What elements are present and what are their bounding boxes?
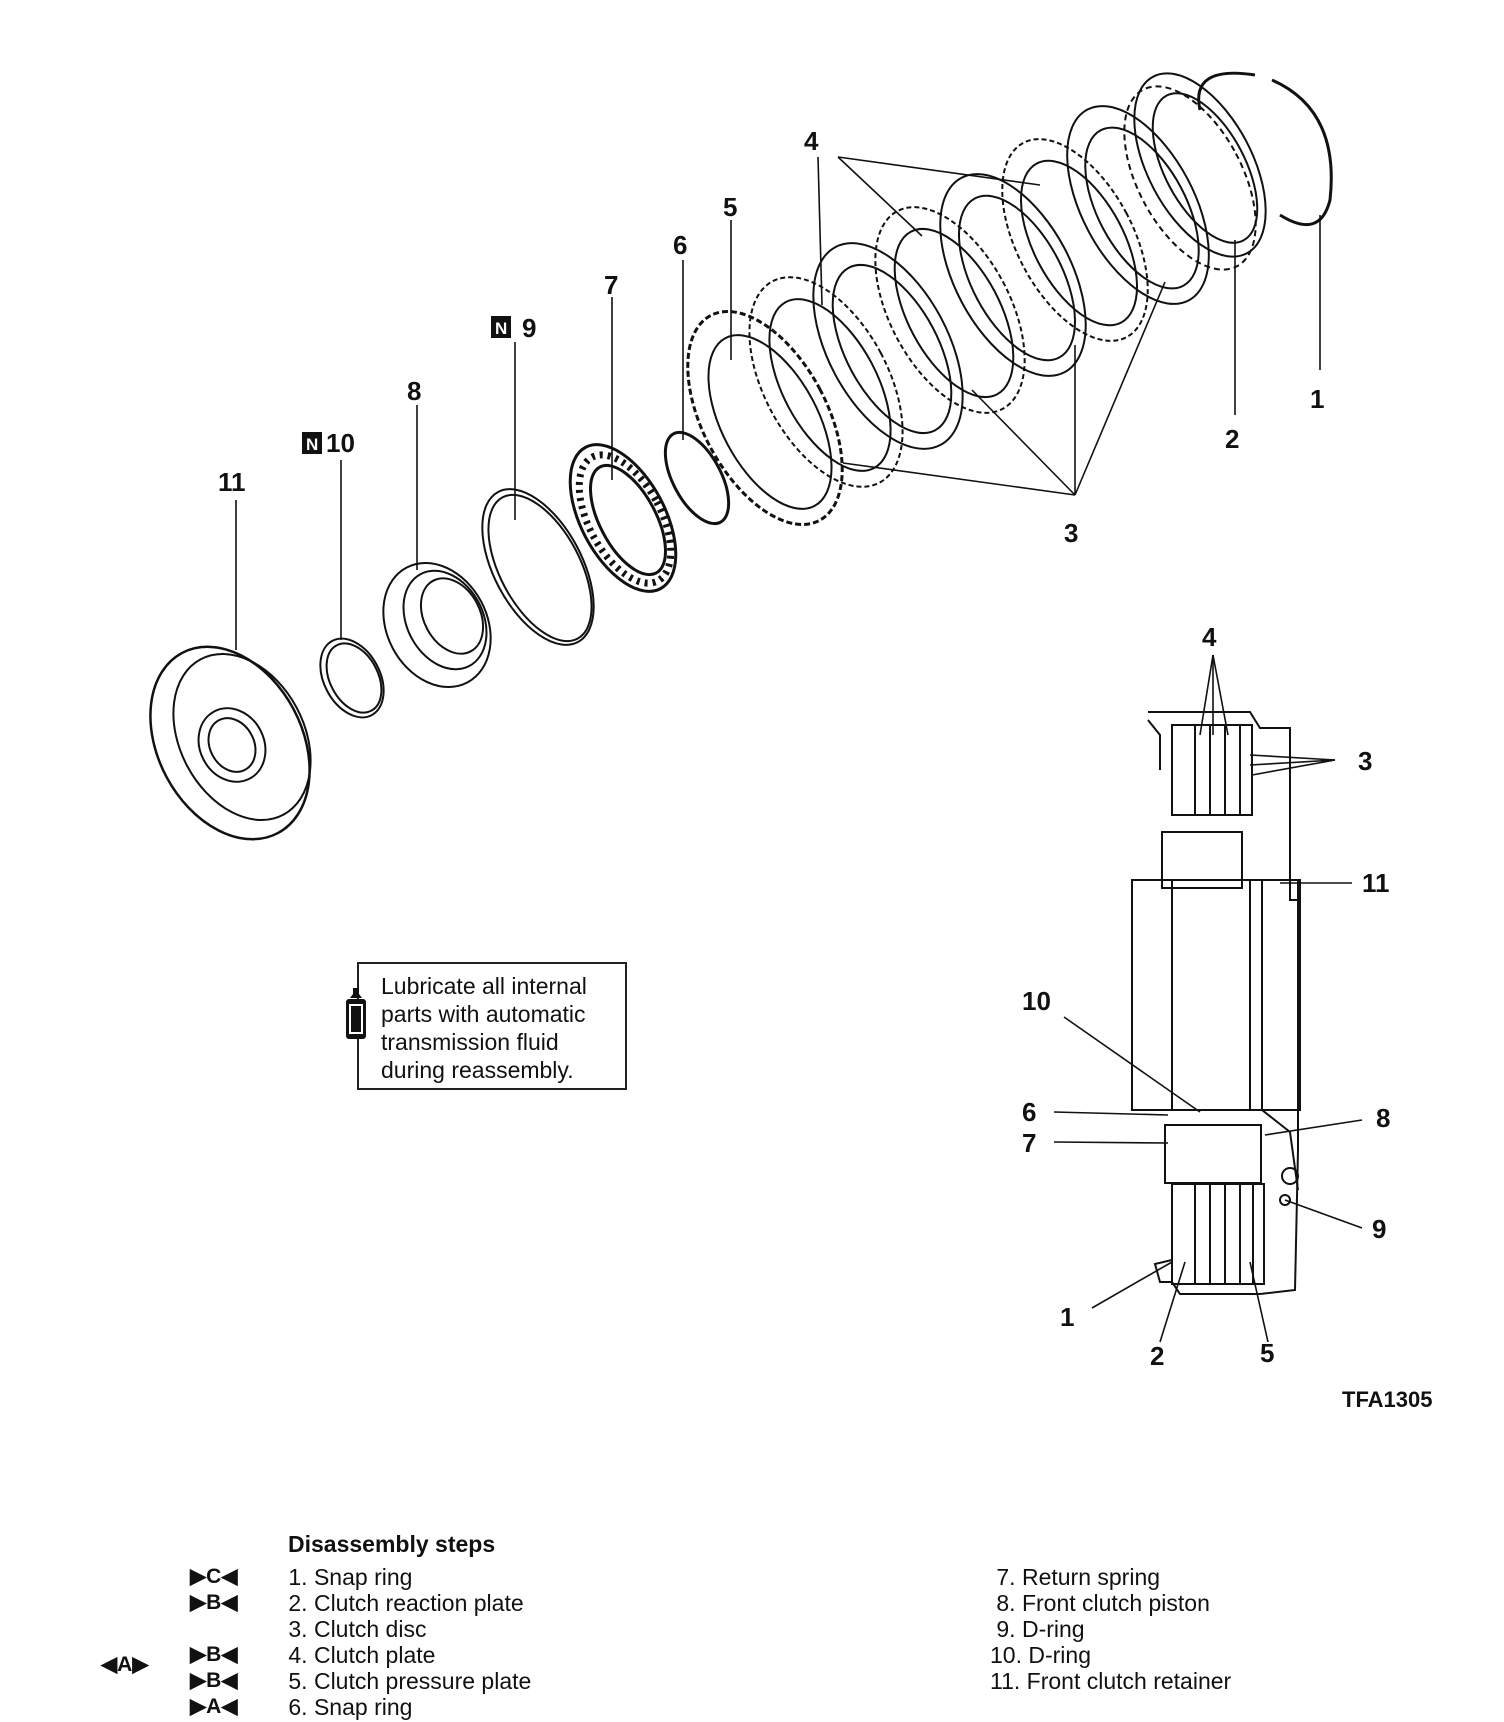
callout-1: 1 [1310, 384, 1324, 414]
new-part-marker-9 [491, 316, 511, 338]
part-5-clutch-pressure-plate [686, 310, 844, 526]
part-10-d-ring [319, 637, 385, 719]
callout-9: 9 [522, 313, 536, 343]
section-callout-7: 7 [1022, 1128, 1036, 1158]
part-11-front-clutch-retainer [149, 645, 312, 841]
callout-6: 6 [673, 230, 687, 260]
service-mark-4: ▶B◀ [190, 1643, 238, 1666]
callout-5: 5 [723, 192, 737, 222]
new-part-letter-9: N [495, 319, 507, 338]
step-11: 11. Front clutch retainer [990, 1668, 1232, 1694]
callout-8: 8 [407, 376, 421, 406]
new-part-letter-10: N [306, 435, 318, 454]
legend-title: Disassembly steps [288, 1531, 496, 1557]
callout-2: 2 [1225, 424, 1239, 454]
section-callout-4: 4 [1202, 622, 1217, 652]
step-6: 6. Snap ring [282, 1694, 413, 1720]
part-3-4-clutch-pack [748, 105, 1210, 488]
oil-can-icon [346, 988, 366, 1039]
step-4: 4. Clutch plate [282, 1642, 436, 1668]
section-callout-1: 1 [1060, 1302, 1074, 1332]
step-9: 9. D-ring [990, 1616, 1085, 1642]
part-2-clutch-reaction-plate [1123, 72, 1267, 271]
callout-3: 3 [1064, 518, 1078, 548]
service-mark-6: ▶A◀ [190, 1695, 238, 1718]
step-10: 10. D-ring [990, 1642, 1091, 1668]
section-callout-2: 2 [1150, 1341, 1164, 1371]
callout-10: 10 [326, 428, 355, 458]
service-mark-5: ▶B◀ [190, 1669, 238, 1692]
callout-4: 4 [804, 126, 819, 156]
callout-11: 11 [218, 467, 246, 497]
step-8: 8. Front clutch piston [990, 1590, 1210, 1616]
step-7: 7. Return spring [990, 1564, 1161, 1590]
step-1: 1. Snap ring [282, 1564, 413, 1590]
service-mark-2: ▶B◀ [190, 1591, 238, 1614]
exploded-leader-lines [235, 156, 1321, 650]
part-7-return-spring [568, 443, 678, 593]
service-mark-1: ▶C◀ [190, 1565, 238, 1588]
section-callout-8: 8 [1376, 1103, 1390, 1133]
lubrication-note-text: Lubricate all internal parts with automa… [381, 973, 587, 1083]
exploded-callouts: 1 2 3 4 5 6 7 8 N 9 N 10 11 [218, 126, 1324, 548]
part-9-d-ring [481, 488, 595, 646]
part-8-front-clutch-piston [382, 561, 492, 689]
section-callout-9: 9 [1372, 1214, 1386, 1244]
new-part-marker-10 [302, 432, 322, 454]
section-callout-3: 3 [1358, 746, 1372, 776]
section-callout-10: 10 [1022, 986, 1051, 1016]
step-2: 2. Clutch reaction plate [282, 1590, 524, 1616]
section-leader-lines [1053, 654, 1363, 1343]
lubrication-note: Lubricate all internal parts with automa… [346, 962, 627, 1090]
section-callout-11: 11 [1362, 868, 1390, 898]
section-callout-6: 6 [1022, 1097, 1036, 1127]
section-callouts: 4 3 11 10 6 8 7 9 1 2 5 [1022, 622, 1390, 1371]
step-3: 3. Clutch disc [282, 1616, 427, 1642]
callout-7: 7 [604, 270, 618, 300]
step-5: 5. Clutch pressure plate [282, 1668, 532, 1694]
figure-code: TFA1305 [1342, 1387, 1433, 1412]
cross-section-view [1131, 711, 1301, 1295]
section-callout-5: 5 [1260, 1338, 1274, 1368]
service-mark-left-6: ◀A▶ [101, 1653, 149, 1676]
part-6-snap-ring [663, 430, 731, 526]
